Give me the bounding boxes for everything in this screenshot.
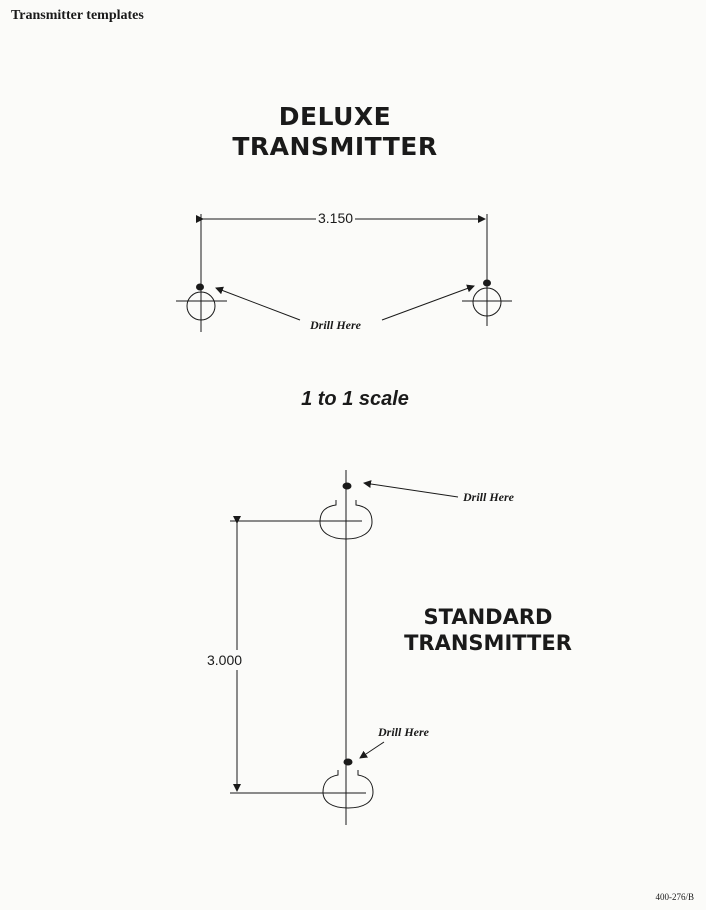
deluxe-right-drill-point <box>483 280 491 287</box>
drill-arrow-4 <box>360 742 384 758</box>
drill-arrow-2 <box>382 286 474 320</box>
standard-bottom-hole <box>323 759 373 809</box>
standard-dimension-line <box>230 521 336 793</box>
drill-here-label: Drill Here <box>378 725 429 740</box>
deluxe-dimension-label: 3.150 <box>316 210 355 226</box>
drill-here-label: Drill Here <box>310 318 361 333</box>
deluxe-left-drill-point <box>196 284 204 291</box>
drill-here-label: Drill Here <box>463 490 514 505</box>
standard-top-drill-point <box>343 483 352 490</box>
standard-bottom-drill-point <box>344 759 353 766</box>
scale-note: 1 to 1 scale <box>235 388 475 411</box>
drill-arrow-3 <box>364 483 458 497</box>
document-code: 400-276/B <box>655 892 694 902</box>
standard-title-line-2: TRANSMITTER <box>378 630 598 656</box>
deluxe-right-hole <box>462 274 512 326</box>
drill-arrow-1 <box>216 288 300 320</box>
deluxe-left-hole <box>176 280 227 332</box>
standard-title-line-1: STANDARD <box>378 604 598 630</box>
standard-transmitter-title: STANDARD TRANSMITTER <box>378 604 598 656</box>
standard-dimension-label: 3.000 <box>207 650 242 670</box>
